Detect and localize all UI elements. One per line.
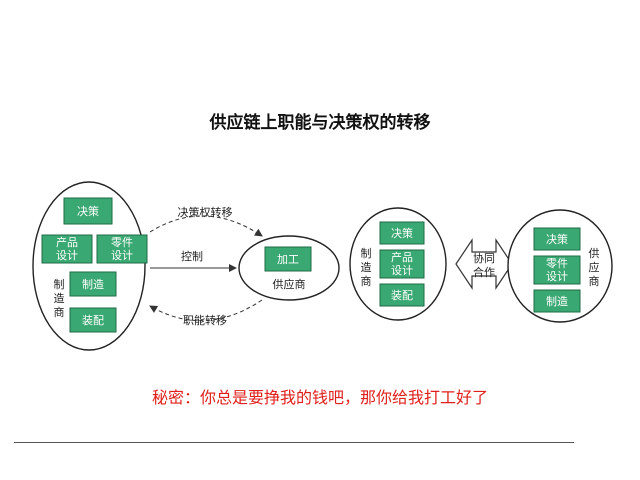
right-supplier-group: 决策 零件 设计 制造 供 应 商 <box>507 209 613 323</box>
cooperation-line1: 协同 <box>473 251 495 265</box>
left-manufacture-label: 制造 <box>82 277 104 291</box>
right-side-label-1: 供 <box>589 246 600 260</box>
function-transfer-label: 职能转移 <box>183 313 227 327</box>
processing-box <box>264 246 312 272</box>
left-side-label-1: 制 <box>54 278 65 291</box>
cooperation-line2: 合作 <box>473 265 495 279</box>
middle-decision-label: 决策 <box>391 226 413 240</box>
left-product-design-line2: 设计 <box>56 249 78 262</box>
middle-assembly-box <box>379 283 425 307</box>
right-parts-design-line1: 零件 <box>546 257 568 270</box>
right-decision-label: 决策 <box>546 232 568 246</box>
middle-product-design-line1: 产品 <box>391 250 413 264</box>
right-parts-design-box <box>533 255 581 285</box>
right-parts-design-line2: 设计 <box>546 270 568 283</box>
left-parts-design-box <box>96 234 148 264</box>
left-parts-design-line2: 设计 <box>111 249 133 262</box>
left-manufacturer-ellipse <box>32 181 146 351</box>
right-decision-box <box>533 227 581 251</box>
right-side-label-3: 商 <box>589 274 600 288</box>
middle-product-design-line2: 设计 <box>391 264 413 277</box>
secret-note: 秘密：你总是要挣我的钱吧，那你给我打工好了 <box>151 388 488 407</box>
left-decision-box <box>63 197 113 225</box>
middle-side-label-2: 造 <box>361 260 372 274</box>
left-parts-design-line1: 零件 <box>111 236 133 249</box>
page-title: 供应链上职能与决策权的转移 <box>209 113 431 133</box>
left-product-design-box <box>41 234 93 264</box>
left-assembly-box <box>69 307 117 333</box>
left-side-label-2: 造 <box>54 291 65 305</box>
middle-side-label-1: 制 <box>361 247 372 260</box>
middle-side-label-3: 商 <box>361 274 372 288</box>
left-product-design-line1: 产品 <box>56 235 78 249</box>
supplier-group: 加工 供应商 <box>238 235 340 301</box>
middle-product-design-box <box>379 249 425 279</box>
left-manufacture-box <box>69 271 117 297</box>
left-decision-label: 决策 <box>77 204 99 218</box>
function-transfer-arrow <box>149 299 263 322</box>
processing-label: 加工 <box>277 253 299 266</box>
decision-transfer-label: 决策权转移 <box>178 205 233 219</box>
middle-decision-box <box>379 221 425 245</box>
middle-assembly-label: 装配 <box>391 289 413 302</box>
cooperation-arrow-group: 协同 合作 <box>455 238 513 290</box>
decision-transfer-arrow <box>149 215 263 237</box>
middle-manufacturer-group: 制 造 商 决策 产品 设计 装配 <box>349 207 447 321</box>
supplier-label: 供应商 <box>273 277 306 291</box>
footer-divider <box>14 442 574 443</box>
right-side-label-2: 应 <box>589 260 600 274</box>
left-side-label-3: 商 <box>54 305 65 319</box>
left-assembly-label: 装配 <box>82 314 104 327</box>
right-manufacture-label: 制造 <box>546 294 568 308</box>
right-manufacture-box <box>533 289 581 313</box>
left-manufacturer-group: 决策 产品 设计 零件 设计 制造 装配 制 造 商 <box>32 181 148 351</box>
control-label: 控制 <box>181 249 203 263</box>
